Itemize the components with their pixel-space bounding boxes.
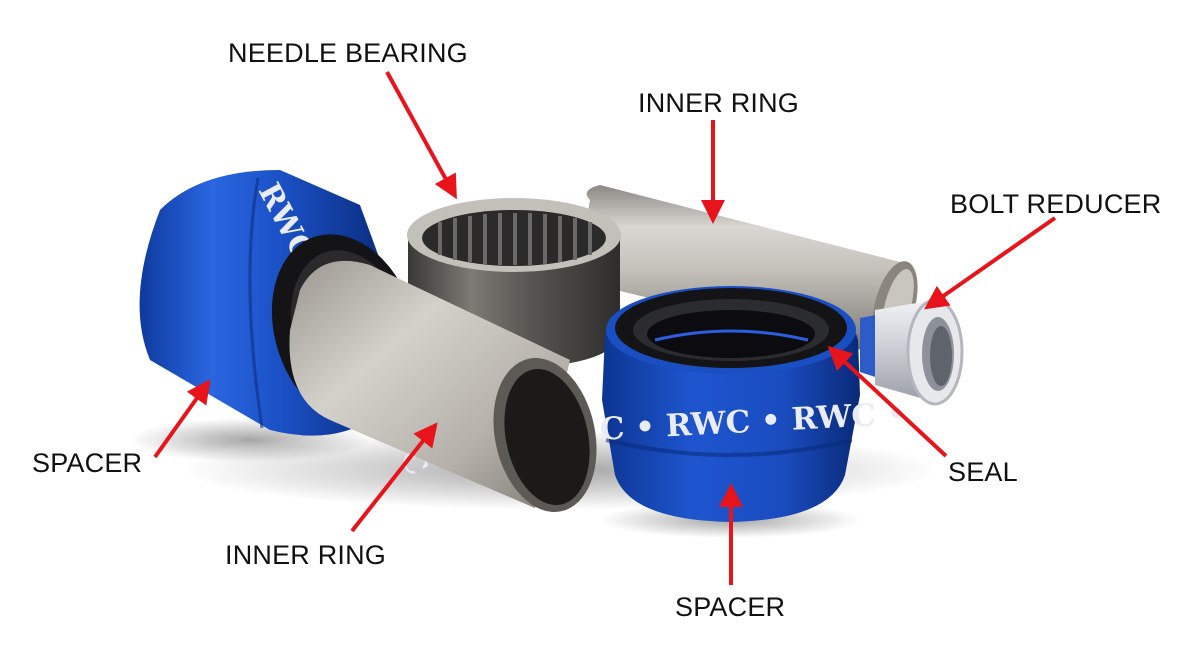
spacer-right: C • RWC • RWC • [599,286,908,522]
annotation-arrows [153,71,1057,585]
arrow-inner-ring-bottom [350,422,438,533]
arrow-needle-bearing [385,71,457,200]
arrow-seal [827,345,948,458]
label-inner-ring-top: INNER RING [638,88,800,118]
label-bolt-reducer: BOLT REDUCER [950,189,1162,219]
arrow-bolt-reducer [924,216,1057,310]
label-inner-ring-bottom: INNER RING [225,540,387,570]
label-spacer-left: SPACER [32,448,143,478]
arrow-spacer-left [153,379,211,459]
label-spacer-bottom: SPACER [675,592,786,622]
label-needle-bearing: NEEDLE BEARING [228,38,468,68]
label-seal: SEAL [948,457,1018,487]
inner-ring-front [289,260,597,513]
bolt-reducer [860,298,964,406]
